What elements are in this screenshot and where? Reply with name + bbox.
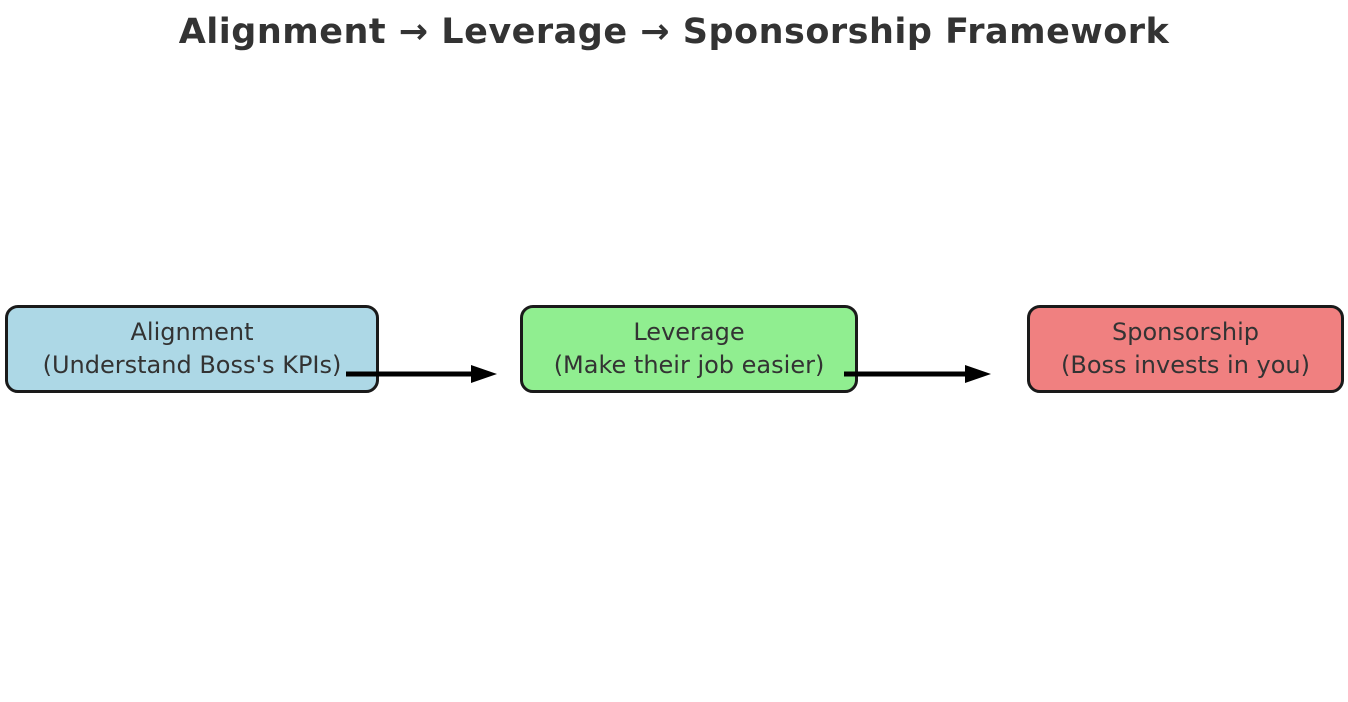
node-leverage-label: Leverage: [633, 318, 745, 346]
arrow-leverage-to-sponsorship: [844, 365, 991, 383]
node-sponsorship-sublabel: (Boss invests in you): [1060, 351, 1310, 379]
node-leverage-sublabel: (Make their job easier): [553, 351, 825, 379]
node-leverage: Leverage (Make their job easier): [520, 305, 858, 393]
node-alignment-label: Alignment: [130, 318, 254, 346]
node-alignment: Alignment (Understand Boss's KPIs): [5, 305, 379, 393]
diagram-title: Alignment → Leverage → Sponsorship Frame…: [178, 12, 1170, 52]
node-sponsorship-label: Sponsorship: [1111, 318, 1260, 346]
node-sponsorship: Sponsorship (Boss invests in you): [1027, 305, 1344, 393]
node-alignment-sublabel: (Understand Boss's KPIs): [42, 351, 342, 379]
